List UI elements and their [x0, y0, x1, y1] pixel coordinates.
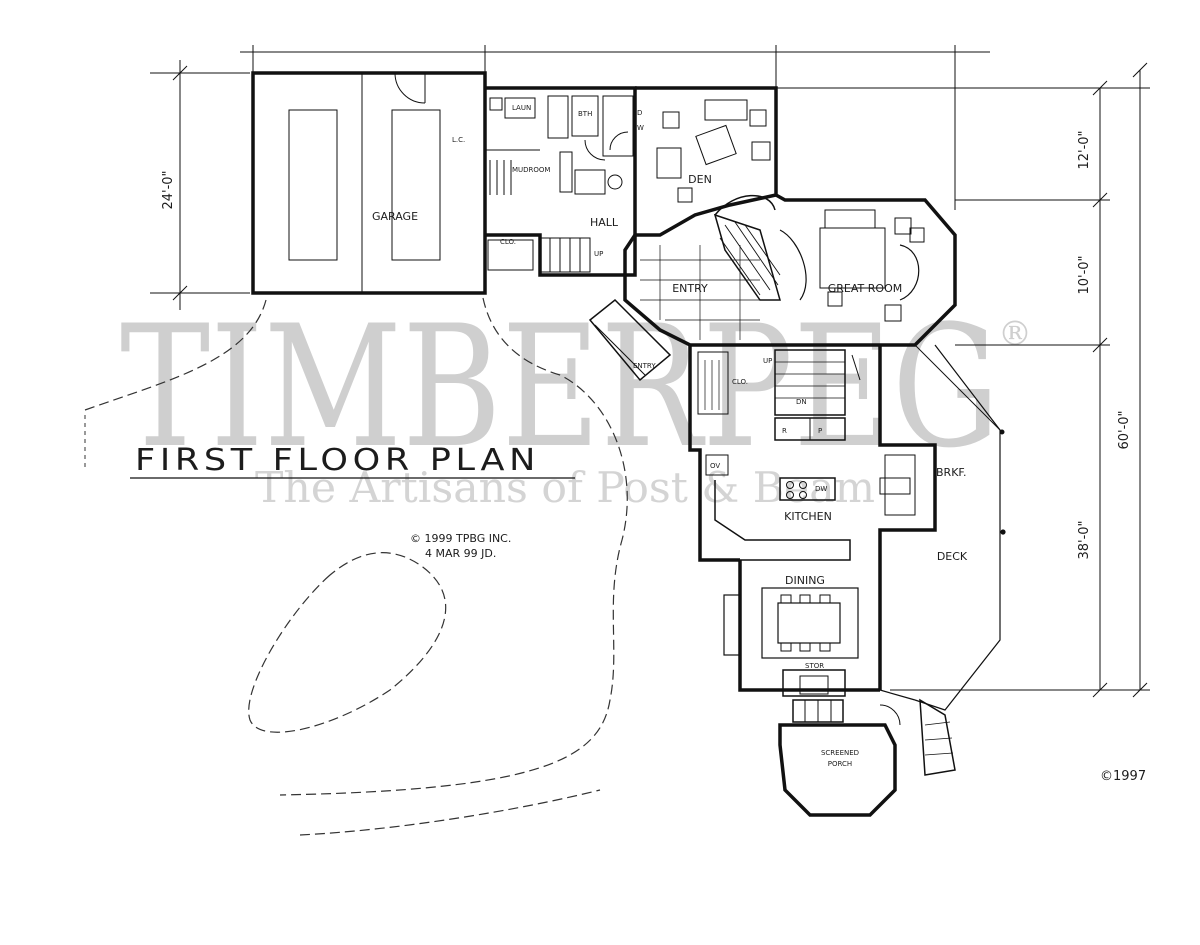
middle-right-dimension: 10'-0": [1077, 255, 1092, 294]
upper-right-dimension: 12'-0": [1077, 130, 1092, 169]
garage-dimension-line: [150, 60, 250, 310]
great-room-block: [775, 193, 1005, 435]
washer-label: W: [637, 124, 644, 132]
screened-porch-block: [778, 698, 956, 817]
den-label: DEN: [688, 173, 712, 186]
hall-label: HALL: [590, 216, 619, 229]
dishwasher-label: DW: [815, 485, 827, 493]
copyright-line-2: 4 MAR 99 JD.: [425, 547, 496, 560]
kitchen-stair-up-label: UP: [763, 357, 772, 365]
right-dimension-lines: [776, 62, 1150, 698]
watermark-registered-mark: ®: [998, 314, 1032, 354]
lower-right-dimension: 38'-0": [1077, 520, 1092, 559]
den-block: [635, 86, 778, 237]
hall-stair-up-label: UP: [594, 250, 603, 258]
refrigerator-label: R: [782, 427, 787, 435]
mudroom-label: MUDROOM: [512, 166, 550, 174]
dryer-label: D: [637, 109, 642, 117]
top-dimension-line: [240, 45, 990, 210]
garage-label: GARAGE: [372, 210, 418, 223]
deck-block: [879, 344, 1006, 711]
stove-label: STOR: [805, 662, 824, 670]
deck-label: DECK: [937, 550, 968, 563]
down-stair-label: DN: [796, 398, 807, 406]
kitchen-label: KITCHEN: [784, 510, 832, 523]
screened-porch-label-line2: PORCH: [828, 760, 852, 768]
watermark-tagline: The Artisans of Post & Beam: [255, 463, 875, 512]
mudroom-block: [485, 86, 637, 277]
kitchen-block: [688, 345, 937, 690]
side-entry-label: ENTRY: [633, 362, 656, 370]
kitchen-closet-label: CLO.: [732, 378, 748, 386]
site-curves: [84, 297, 628, 836]
garage-closet-label: CLO.: [500, 238, 516, 246]
dining-label: DINING: [785, 574, 825, 587]
dining-block: [723, 560, 880, 723]
great-room-label: GREAT ROOM: [828, 282, 902, 295]
screened-porch-label-line1: SCREENED: [821, 749, 859, 757]
copyright-line-1: © 1999 TPBG INC.: [410, 532, 511, 545]
garage-block: [251, 71, 487, 295]
corner-copyright: ©1997: [1100, 769, 1146, 784]
lc-label: L.C.: [452, 136, 465, 144]
total-right-dimension: 60'-0": [1117, 410, 1132, 449]
laundry-label: LAUN: [512, 104, 531, 112]
entry-label: ENTRY: [672, 282, 708, 295]
entry-block: [588, 213, 807, 382]
garage-depth-dimension: 24'-0": [161, 170, 176, 209]
plan-title: FIRST FLOOR PLAN: [135, 443, 540, 478]
breakfast-label: BRKF.: [936, 466, 966, 479]
bath-label: BTH: [578, 110, 592, 118]
oven-label: OV: [710, 462, 720, 470]
watermark-brand: TIMBERPEG: [120, 289, 1000, 485]
pantry-label: P: [818, 427, 822, 435]
